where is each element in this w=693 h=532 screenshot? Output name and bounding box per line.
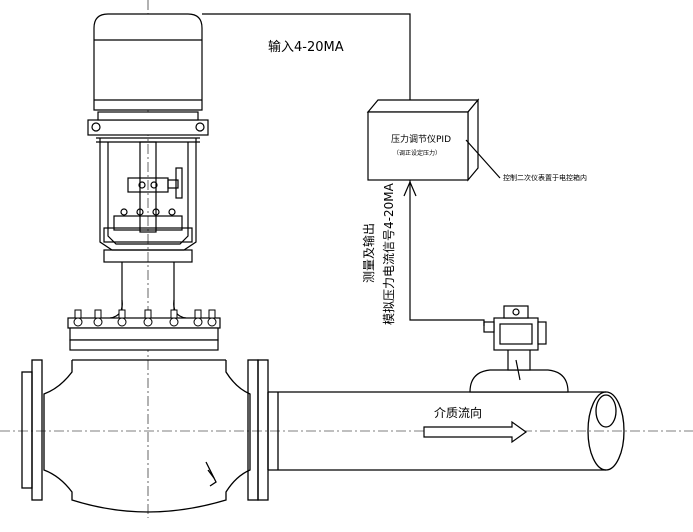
simulate-signal-label: 模拟压力电流信号4-20MA xyxy=(382,183,396,325)
electric-actuator xyxy=(87,13,209,136)
control-note-label: 控制二次仪表置于电控箱内 xyxy=(503,174,587,182)
valve-body xyxy=(21,359,269,513)
signal-wires xyxy=(202,13,501,326)
input-signal-label: 输入4-20MA xyxy=(268,40,344,55)
pid-controller-box xyxy=(366,98,480,182)
pressure-transmitter xyxy=(469,305,569,393)
pid-title-label: 压力调节仪PID xyxy=(391,135,452,145)
measure-output-label: 测量及输出 xyxy=(362,222,376,283)
valve-yoke xyxy=(96,137,200,319)
flow-direction-label: 介质流向 xyxy=(434,406,483,420)
pid-subtitle-label: （调正设定压力） xyxy=(393,150,442,157)
flange-bolts xyxy=(73,309,217,327)
flow-arrow xyxy=(423,420,528,444)
